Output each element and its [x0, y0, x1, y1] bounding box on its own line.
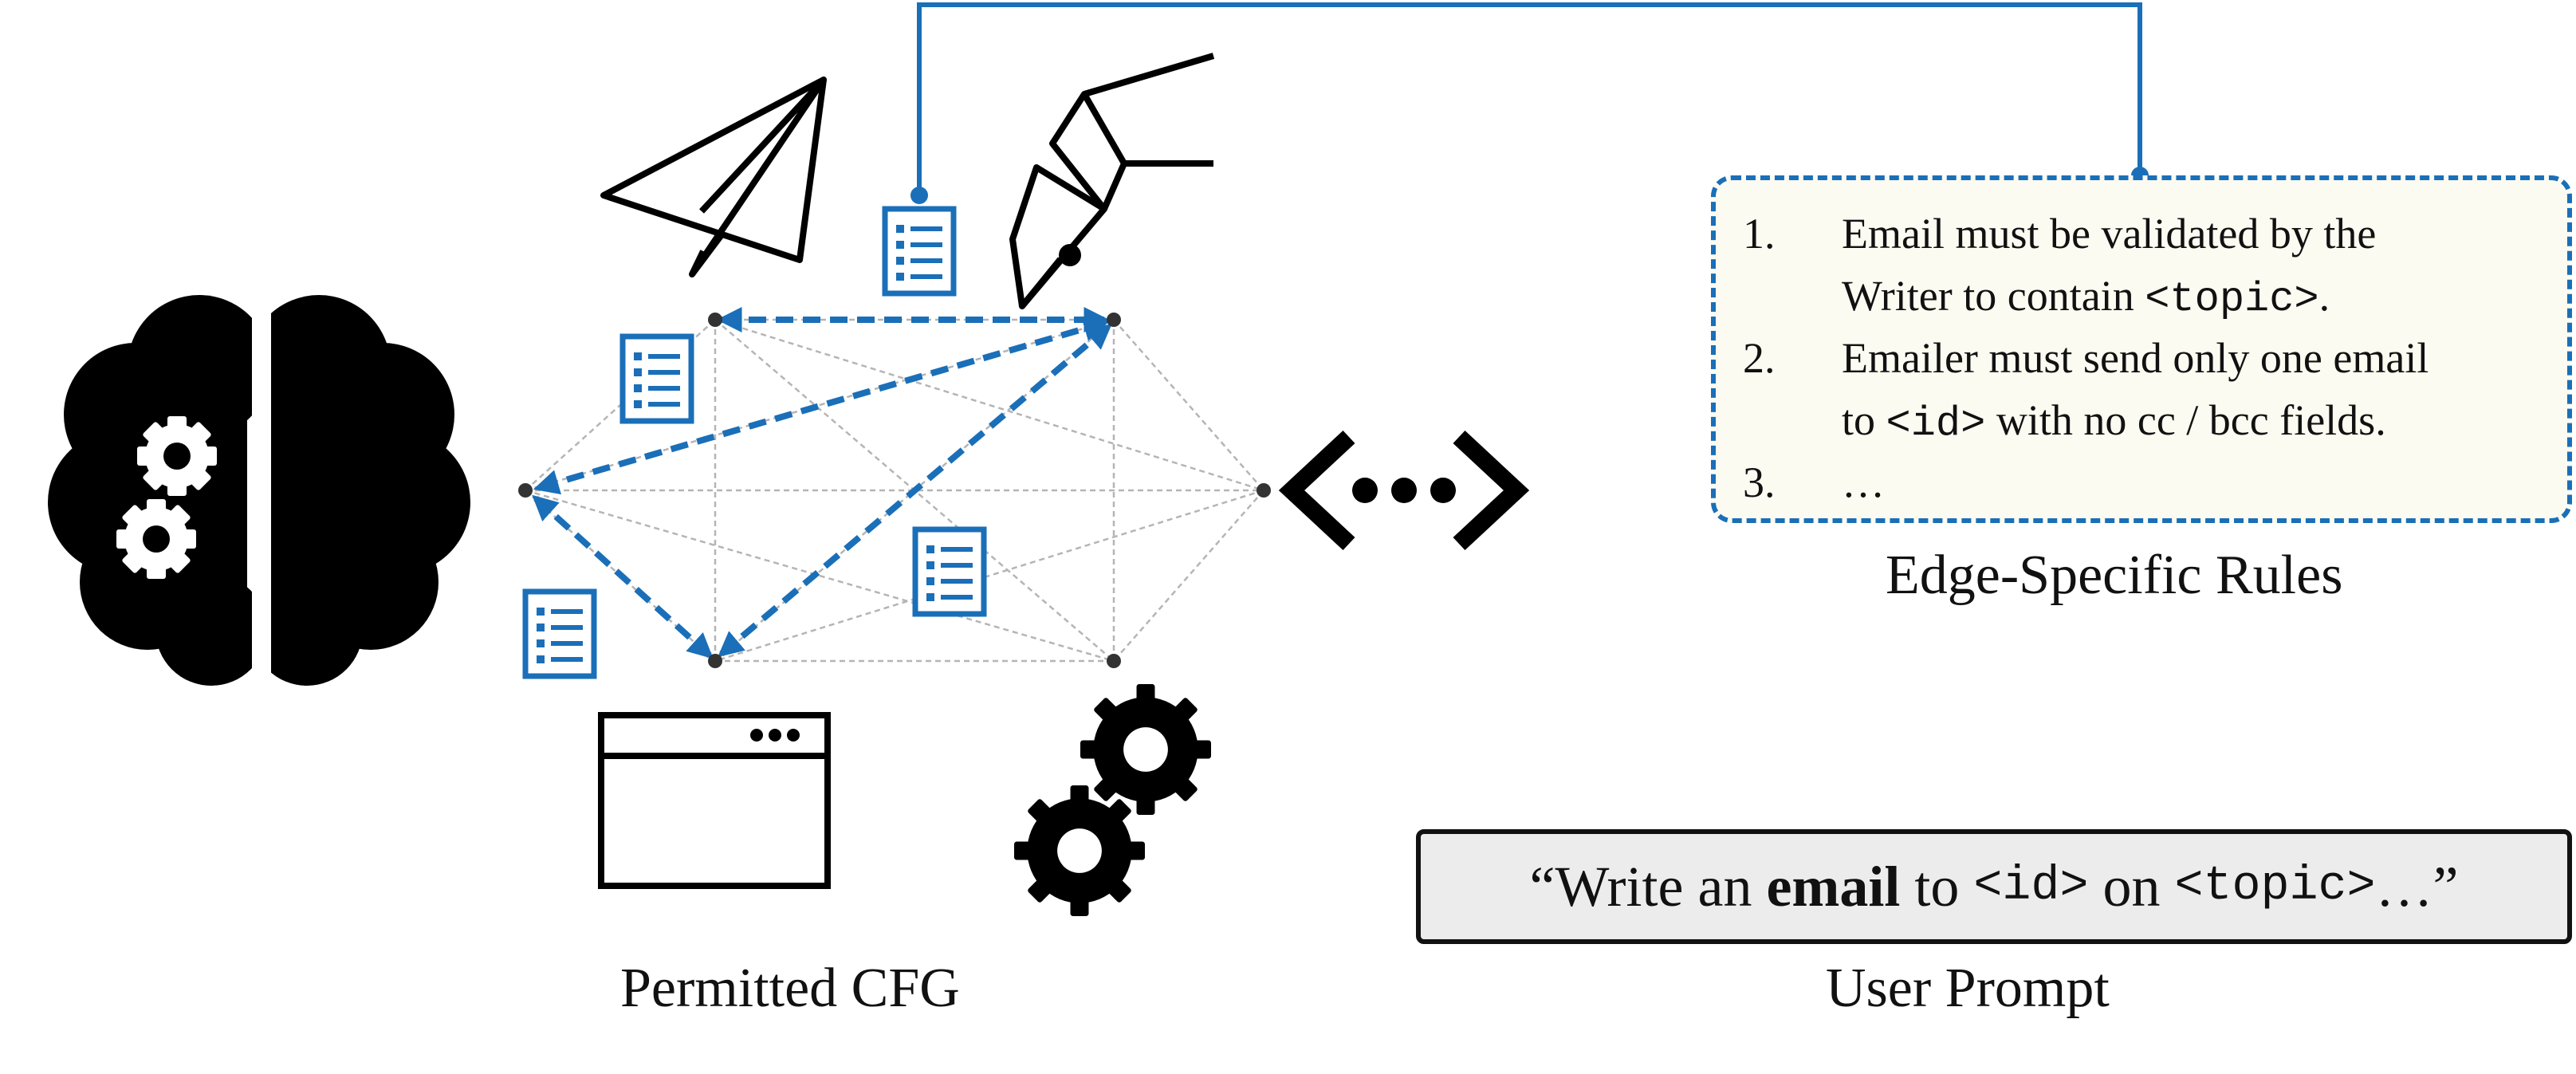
edge-rules-box: 1. Email must be validated by the Writer…	[1711, 175, 2572, 523]
edge-brain-browser	[532, 494, 714, 659]
node-right	[1257, 483, 1271, 498]
prompt-text: …”	[2375, 854, 2459, 919]
node-top-right	[1107, 313, 1121, 327]
permitted-edges	[532, 307, 1112, 659]
fountain-pen-icon	[1009, 53, 1215, 309]
rule-line: Email must be validated by the	[1842, 210, 2377, 258]
prompt-id-code: <id>	[1973, 860, 2089, 914]
brain-gears-icon	[48, 287, 470, 686]
edge-browser-pen	[718, 323, 1112, 658]
document-list-icon	[915, 529, 984, 614]
rule-line: with no cc / bcc fields.	[1985, 396, 2386, 444]
rule-text: Email must be validated by the Writer to…	[1842, 203, 2376, 331]
node-bottom-left	[708, 654, 722, 668]
rule-line: Emailer must send only one email	[1842, 334, 2429, 382]
code-brackets-icon	[1278, 430, 1530, 551]
rule-text: Emailer must send only one email to <id>…	[1842, 327, 2429, 455]
document-list-icon	[525, 592, 594, 676]
node-bottom-right	[1107, 654, 1121, 668]
connector-start-dot	[910, 187, 928, 204]
prompt-text: “Write an	[1529, 854, 1767, 919]
permitted-cfg-label: Permitted CFG	[620, 958, 960, 1019]
rule-number: 2.	[1743, 334, 1776, 382]
cfg-graph-nodes	[518, 313, 1271, 668]
edge-rules-label: Edge-Specific Rules	[1886, 545, 2343, 606]
paper-plane-icon	[600, 77, 827, 277]
prompt-text: to	[1900, 854, 1974, 919]
rule-connector-line	[917, 2, 2142, 195]
rule-line: to	[1842, 396, 1886, 444]
node-top-left	[708, 313, 722, 327]
user-prompt-box: “Write an email to <id> on <topic>…”	[1416, 829, 2572, 944]
id-code: <id>	[1886, 400, 1986, 447]
document-list-icon	[623, 336, 691, 421]
rule-text: …	[1842, 458, 1885, 506]
rule-number: 3.	[1743, 458, 1776, 506]
rule-number: 1.	[1743, 210, 1776, 258]
node-left	[518, 483, 533, 498]
user-prompt-label: User Prompt	[1826, 958, 2110, 1019]
topic-code: <topic>	[2145, 276, 2319, 323]
browser-window-icon	[598, 712, 831, 889]
prompt-bold-word: email	[1766, 854, 1901, 919]
rule-line: .	[2318, 272, 2330, 320]
gears-icon	[1014, 684, 1211, 916]
document-list-icon	[885, 209, 954, 293]
prompt-topic-code: <topic>	[2174, 860, 2376, 914]
rule-line: Writer to contain	[1842, 272, 2145, 320]
prompt-text: on	[2088, 854, 2175, 919]
